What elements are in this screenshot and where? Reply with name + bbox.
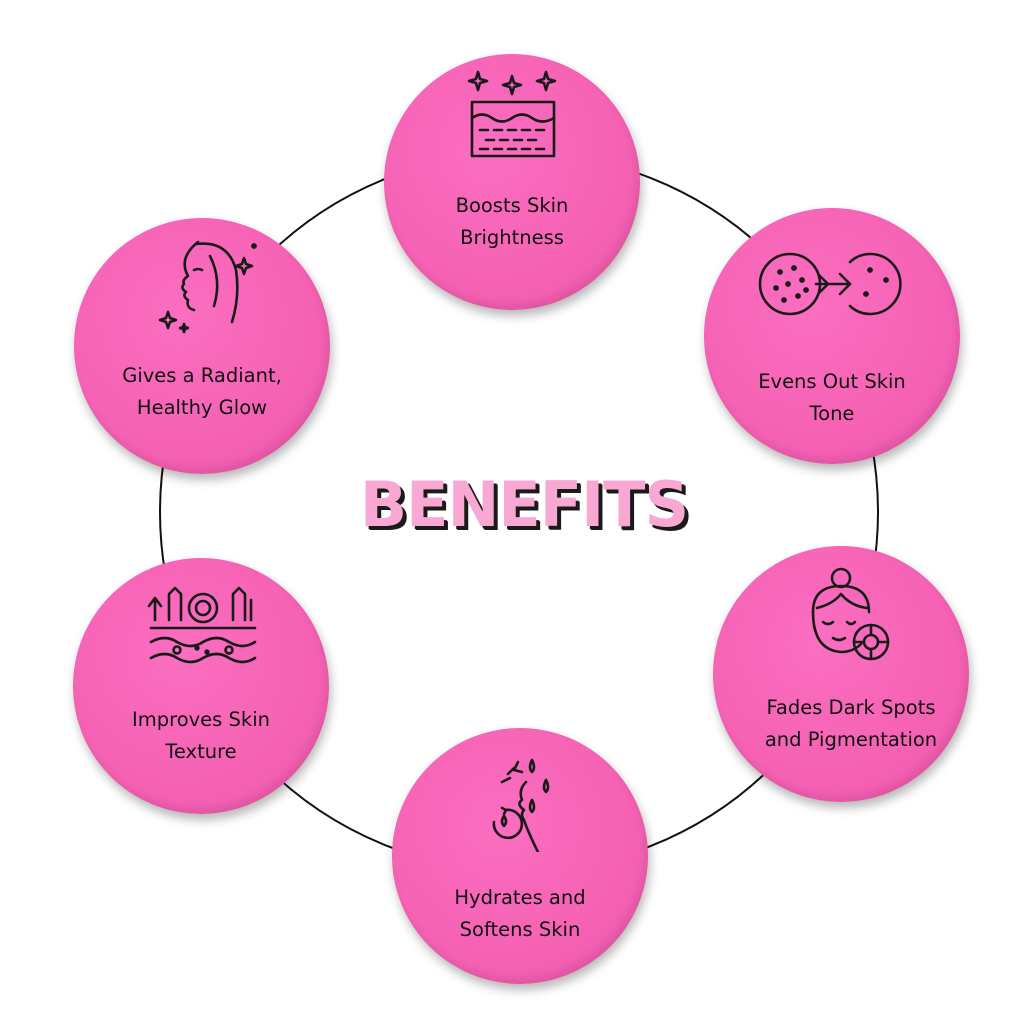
glow-face-icon (158, 236, 258, 336)
benefit-label: Fades Dark Spots and Pigmentation (764, 696, 938, 751)
skin-texture-icon (147, 580, 259, 680)
benefit-hydration: Hydrates and Softens Skin (392, 728, 648, 984)
benefits-title: BENEFITS (359, 468, 689, 541)
benefit-label: Gives a Radiant, Healthy Glow (122, 364, 282, 419)
benefit-even-tone: Evens Out Skin Tone (704, 208, 960, 464)
benefit-label: Improves Skin Texture (132, 708, 270, 763)
even-tone-icon (754, 234, 914, 334)
benefit-dark-spots: Fades Dark Spots and Pigmentation (713, 546, 969, 802)
benefit-label: Boosts Skin Brightness (455, 194, 569, 249)
benefit-glow: Gives a Radiant, Healthy Glow (74, 218, 330, 474)
benefit-label: Hydrates and Softens Skin (454, 886, 586, 941)
hydration-face-icon (488, 752, 588, 854)
benefit-brightness: Boosts Skin Brightness (384, 54, 640, 310)
face-spot-icon (793, 564, 893, 664)
benefit-label: Evens Out Skin Tone (758, 370, 906, 425)
benefit-texture: Improves Skin Texture (73, 558, 329, 814)
skin-sparkle-icon (462, 66, 562, 166)
